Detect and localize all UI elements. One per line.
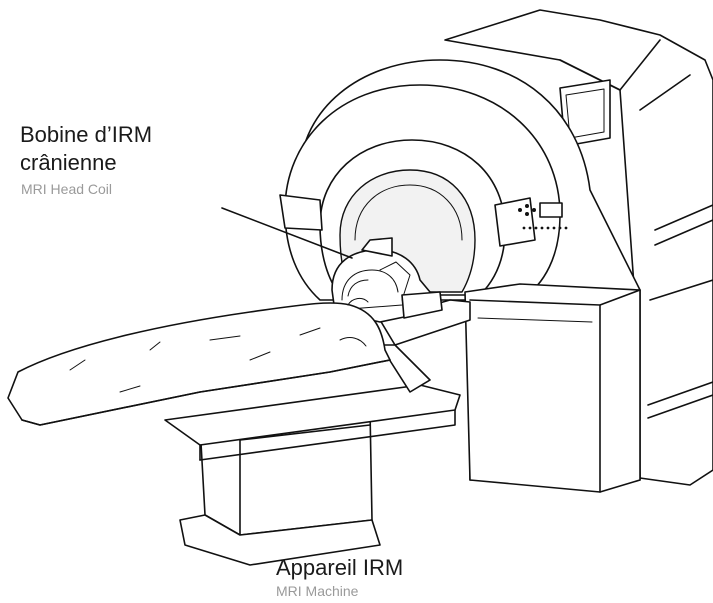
head-coil-label-french-line2: crânienne — [20, 150, 117, 176]
head-coil-label-english: MRI Head Coil — [21, 181, 112, 197]
head-coil-label-french-line1: Bobine d’IRM — [20, 122, 152, 148]
lower-cabinet — [465, 284, 640, 492]
mri-machine-label-french: Appareil IRM — [276, 555, 403, 581]
mri-machine-label-english: MRI Machine — [276, 583, 358, 599]
